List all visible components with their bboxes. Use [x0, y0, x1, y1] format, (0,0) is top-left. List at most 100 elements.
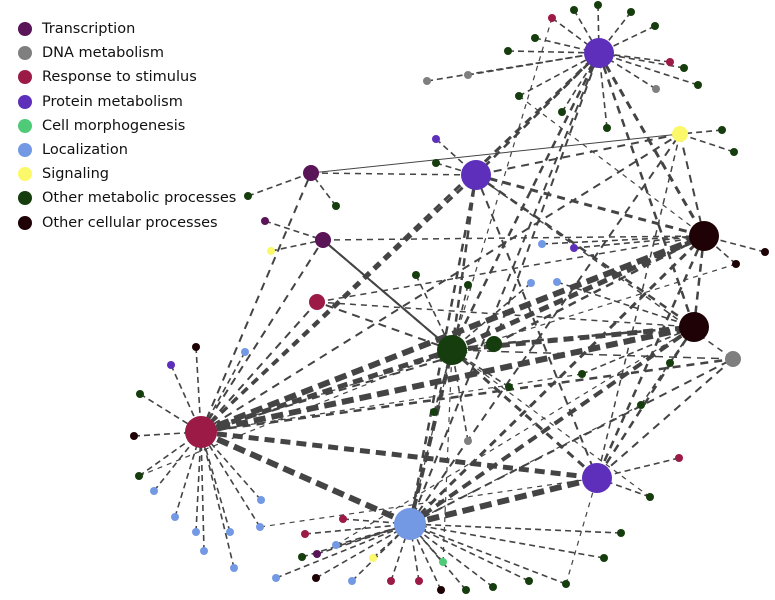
legend-label-other-metabolic-processes: Other metabolic processes: [42, 190, 237, 207]
network-node: [309, 294, 325, 310]
legend-item-protein-metabolism: Protein metabolism: [18, 90, 236, 114]
edge: [409, 284, 469, 525]
edge: [518, 95, 705, 237]
edge: [408, 174, 478, 525]
legend-swatch-transcription: [18, 22, 32, 37]
legend-label-other-cellular-processes: Other cellular processes: [42, 214, 218, 231]
legend-swatch-other-cellular-processes: [18, 215, 32, 230]
legend-item-dna-metabolism: DNA metabolism: [18, 41, 236, 65]
network-node: [489, 583, 497, 591]
network-node: [301, 530, 309, 538]
edge: [408, 234, 706, 526]
network-node: [200, 547, 208, 555]
network-node: [464, 281, 472, 289]
network-node: [558, 108, 566, 116]
edge: [200, 172, 312, 433]
network-node: [423, 77, 431, 85]
legend-item-response-to-stimulus: Response to stimulus: [18, 65, 236, 89]
edge: [518, 52, 600, 97]
edge: [200, 301, 318, 433]
network-node: [244, 192, 252, 200]
edge: [264, 220, 324, 241]
network-node: [369, 554, 377, 562]
edge: [409, 523, 494, 588]
edge: [475, 174, 598, 479]
edge: [451, 349, 469, 442]
network-node: [594, 1, 602, 9]
network-node: [439, 558, 447, 566]
edge: [597, 52, 696, 328]
edge: [493, 325, 695, 346]
network-node: [261, 217, 269, 225]
network-node: [627, 8, 635, 16]
legend: Transcription DNA metabolism Response to…: [18, 17, 236, 235]
network-node: [505, 383, 513, 391]
network-node: [462, 586, 470, 594]
network-node: [603, 124, 611, 132]
node-layer: [130, 1, 769, 594]
edge: [138, 349, 453, 477]
edge: [408, 325, 696, 526]
edge: [259, 477, 598, 528]
network-node: [570, 6, 578, 14]
edge: [451, 349, 734, 360]
edge: [679, 133, 705, 237]
network-node: [315, 232, 331, 248]
edge: [409, 52, 600, 525]
edge: [200, 373, 583, 433]
edge: [451, 17, 553, 351]
network-node: [437, 586, 445, 594]
legend-swatch-other-metabolic-processes: [18, 191, 32, 206]
network-node: [136, 390, 144, 398]
edge: [493, 52, 600, 345]
network-node: [652, 85, 660, 93]
network-node: [515, 92, 523, 100]
network-hub-node: [689, 221, 719, 251]
network-node: [646, 493, 654, 501]
edge: [409, 523, 605, 559]
edge: [199, 51, 601, 434]
edge: [581, 326, 695, 375]
edge: [475, 173, 705, 238]
network-node: [313, 550, 321, 558]
legend-label-protein-metabolism: Protein metabolism: [42, 93, 183, 110]
network-node: [666, 359, 674, 367]
legend-item-cell-morphogenesis: Cell morphogenesis: [18, 114, 236, 138]
edge: [322, 239, 453, 351]
legend-label-transcription: Transcription: [42, 21, 136, 38]
edge: [316, 301, 453, 351]
edge: [301, 523, 411, 558]
network-node: [562, 580, 570, 588]
network-hub-node: [437, 335, 467, 365]
edge: [475, 133, 681, 176]
edge: [275, 523, 411, 579]
edge: [322, 235, 705, 241]
legend-item-other-cellular-processes: Other cellular processes: [18, 211, 236, 235]
edge: [475, 174, 734, 360]
edge: [200, 133, 681, 433]
network-node: [230, 564, 238, 572]
edge: [409, 523, 567, 585]
legend-label-dna-metabolism: DNA metabolism: [42, 45, 164, 62]
network-hub-node: [461, 160, 491, 190]
legend-label-signaling: Signaling: [42, 166, 109, 183]
legend-label-cell-morphogenesis: Cell morphogenesis: [42, 117, 186, 134]
edge: [493, 234, 705, 346]
edge: [596, 133, 681, 479]
network-node: [339, 515, 347, 523]
edge: [408, 349, 454, 525]
edge: [451, 349, 651, 498]
edge: [315, 523, 411, 579]
edge: [450, 233, 706, 353]
network-node: [348, 577, 356, 585]
network-node: [272, 574, 280, 582]
edge: [596, 358, 734, 479]
legend-swatch-dna-metabolism: [18, 46, 32, 61]
edge: [679, 133, 735, 153]
edge: [200, 431, 231, 533]
edge: [541, 235, 705, 245]
edge: [195, 431, 202, 533]
edge: [200, 429, 598, 481]
